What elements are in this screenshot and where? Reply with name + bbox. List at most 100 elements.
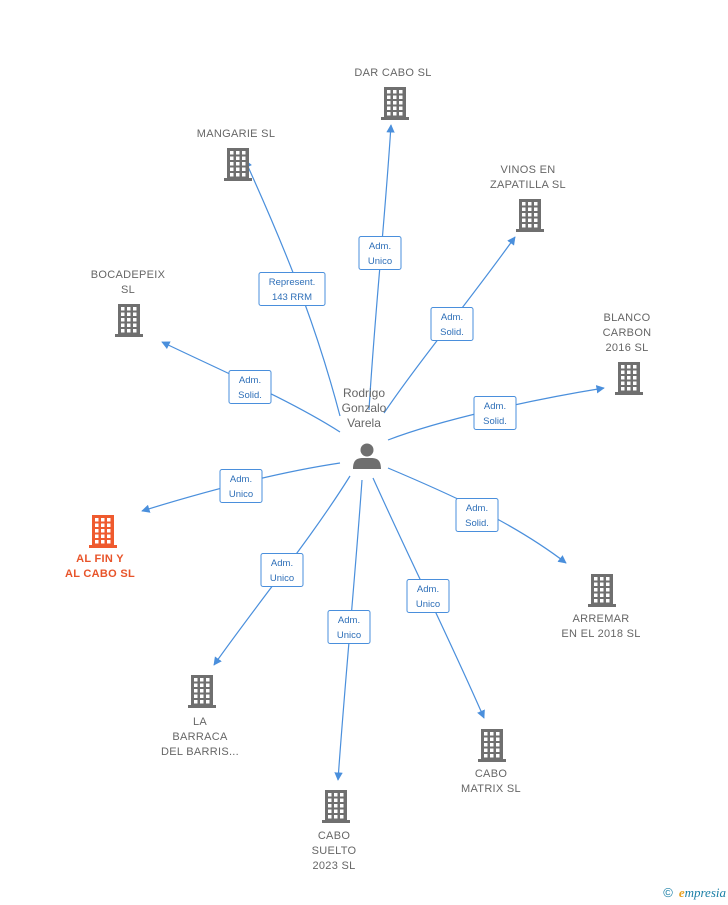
company-name: BARRACA bbox=[172, 731, 228, 743]
edge-cabo-suelto[interactable]: Adm.Unico bbox=[327, 479, 371, 781]
edge-label-text: Unico bbox=[229, 489, 253, 500]
building-icon bbox=[115, 304, 143, 337]
edge-mangarie[interactable]: Represent. 143 RRM bbox=[244, 159, 341, 417]
edge-dar-cabo[interactable]: Adm. Unico bbox=[358, 124, 402, 411]
edge-label-box bbox=[406, 579, 450, 613]
company-name: AL FIN Y bbox=[76, 553, 124, 565]
edge-label-box bbox=[327, 610, 371, 644]
edge-label-dar-cabo[interactable]: Adm. Unico bbox=[358, 236, 402, 270]
company-name: BOCADEPEIX bbox=[91, 269, 166, 281]
edge-label-text: Adm. bbox=[466, 503, 488, 514]
edge-label-box bbox=[455, 498, 499, 532]
edge-bocadepeix[interactable]: Adm. Solid. bbox=[161, 341, 341, 433]
company-node-cabo-matrix[interactable]: CABO MATRIX SL bbox=[461, 729, 521, 795]
edge-label-box bbox=[430, 307, 474, 341]
edge-label-box bbox=[358, 236, 402, 270]
edge-label-text: Represent. bbox=[269, 277, 315, 288]
company-node-arremar[interactable]: ARREMAR EN EL 2018 SL bbox=[561, 574, 640, 640]
edge-label-blanco-carbon[interactable]: Adm. Solid. bbox=[473, 396, 517, 430]
company-name: SL bbox=[121, 284, 135, 296]
company-node-vinos-en-zapatilla[interactable]: VINOS EN ZAPATILLA SL bbox=[490, 164, 566, 232]
edge-label-al-fin-y-al-cabo[interactable]: Adm. Unico bbox=[219, 469, 263, 503]
edge-label-box bbox=[260, 553, 304, 587]
building-icon bbox=[381, 87, 409, 120]
building-icon bbox=[322, 790, 350, 823]
edge-label-text: Adm. bbox=[271, 558, 293, 569]
edge-al-fin-y-al-cabo[interactable]: Adm. Unico bbox=[141, 462, 341, 513]
edge-vinos-en-zapatilla[interactable]: Adm. Solid. bbox=[383, 236, 516, 414]
company-node-la-barraca[interactable]: LA BARRACA DEL BARRIS... bbox=[161, 675, 239, 758]
edge-label-arremar[interactable]: Adm. Solid. bbox=[455, 498, 499, 532]
edge-label-bocadepeix[interactable]: Adm. Solid. bbox=[228, 370, 272, 404]
company-name: BLANCO bbox=[603, 312, 650, 324]
edge-blanco-carbon[interactable]: Adm. Solid. bbox=[387, 385, 605, 441]
company-name: VINOS EN bbox=[501, 164, 556, 176]
company-name: DEL BARRIS... bbox=[161, 746, 239, 758]
edge-label-vinos-en-zapatilla[interactable]: Adm. Solid. bbox=[430, 307, 474, 341]
edge-arremar[interactable]: Adm. Solid. bbox=[387, 467, 567, 564]
company-node-dar-cabo[interactable]: DAR CABO SL bbox=[354, 67, 431, 120]
edge-label-cabo-matrix[interactable]: Adm. Unico bbox=[406, 579, 450, 613]
edge-cabo-matrix[interactable]: Adm. Unico bbox=[372, 477, 485, 719]
footer-brand[interactable]: © empresia bbox=[663, 885, 726, 901]
edge-label-la-barraca[interactable]: Adm. Unico bbox=[260, 553, 304, 587]
company-name: SUELTO bbox=[312, 845, 357, 857]
building-icon bbox=[478, 729, 506, 762]
company-name: EN EL 2018 SL bbox=[561, 628, 640, 640]
edge-label-box bbox=[228, 370, 272, 404]
building-icon bbox=[516, 199, 544, 232]
edge-label-text: 143 RRM bbox=[272, 292, 312, 303]
building-icon bbox=[615, 362, 643, 395]
edge-label-text: Unico bbox=[416, 599, 440, 610]
building-icon bbox=[89, 515, 117, 548]
company-name: AL CABO SL bbox=[65, 568, 135, 580]
edge-label-text: Unico bbox=[368, 256, 392, 267]
building-icon bbox=[224, 148, 252, 181]
brand-initial: e bbox=[678, 885, 685, 900]
edge-label-text: Adm. bbox=[369, 241, 391, 252]
company-name: CABO bbox=[318, 830, 351, 842]
company-name: ARREMAR bbox=[572, 613, 629, 625]
edge-label-text: Solid. bbox=[238, 390, 262, 401]
edge-la-barraca[interactable]: Adm. Unico bbox=[213, 475, 351, 666]
edge-label-text: Adm. bbox=[417, 584, 439, 595]
edge-label-text: Adm. bbox=[338, 615, 360, 626]
edge-label-text: Adm. bbox=[484, 401, 506, 412]
edge-label-text: Adm. bbox=[230, 474, 252, 485]
nodes-layer: DAR CABO SL MANGARIE SL VINOS EN ZAPATILLA … bbox=[65, 67, 651, 872]
edge-label-text: Adm. bbox=[239, 375, 261, 386]
building-icon bbox=[188, 675, 216, 708]
company-node-mangarie[interactable]: MANGARIE SL bbox=[197, 128, 276, 181]
company-name: MATRIX SL bbox=[461, 783, 521, 795]
copyright-symbol: © bbox=[663, 885, 673, 900]
edge-label-box bbox=[258, 272, 326, 306]
edge-label-text: Solid. bbox=[483, 416, 507, 427]
person-name: Varela bbox=[347, 416, 381, 430]
brand-name: mpresia bbox=[684, 885, 726, 900]
company-name: ZAPATILLA SL bbox=[490, 179, 566, 191]
person-name: Gonzalo bbox=[342, 401, 387, 415]
company-name: DAR CABO SL bbox=[354, 67, 431, 79]
building-icon bbox=[588, 574, 616, 607]
edge-label-text: Adm. bbox=[441, 312, 463, 323]
edge-label-text: Unico bbox=[270, 573, 294, 584]
edge-label-text: Solid. bbox=[465, 518, 489, 529]
person-name: Rodrigo bbox=[343, 386, 385, 400]
company-name: LA bbox=[193, 716, 207, 728]
company-node-bocadepeix[interactable]: BOCADEPEIX SL bbox=[91, 269, 166, 337]
company-name: CABO bbox=[475, 768, 508, 780]
company-name: CARBON bbox=[603, 327, 652, 339]
edge-label-mangarie[interactable]: Represent. 143 RRM bbox=[258, 272, 326, 306]
company-name: MANGARIE SL bbox=[197, 128, 276, 140]
person-icon bbox=[353, 443, 381, 469]
edge-label-box bbox=[219, 469, 263, 503]
company-node-al-fin-y-al-cabo[interactable]: AL FIN Y AL CABO SL bbox=[65, 515, 135, 580]
edge-label-cabo-suelto[interactable]: Adm.Unico bbox=[327, 610, 371, 644]
edge-label-box bbox=[473, 396, 517, 430]
edge-label-text: Solid. bbox=[440, 327, 464, 338]
